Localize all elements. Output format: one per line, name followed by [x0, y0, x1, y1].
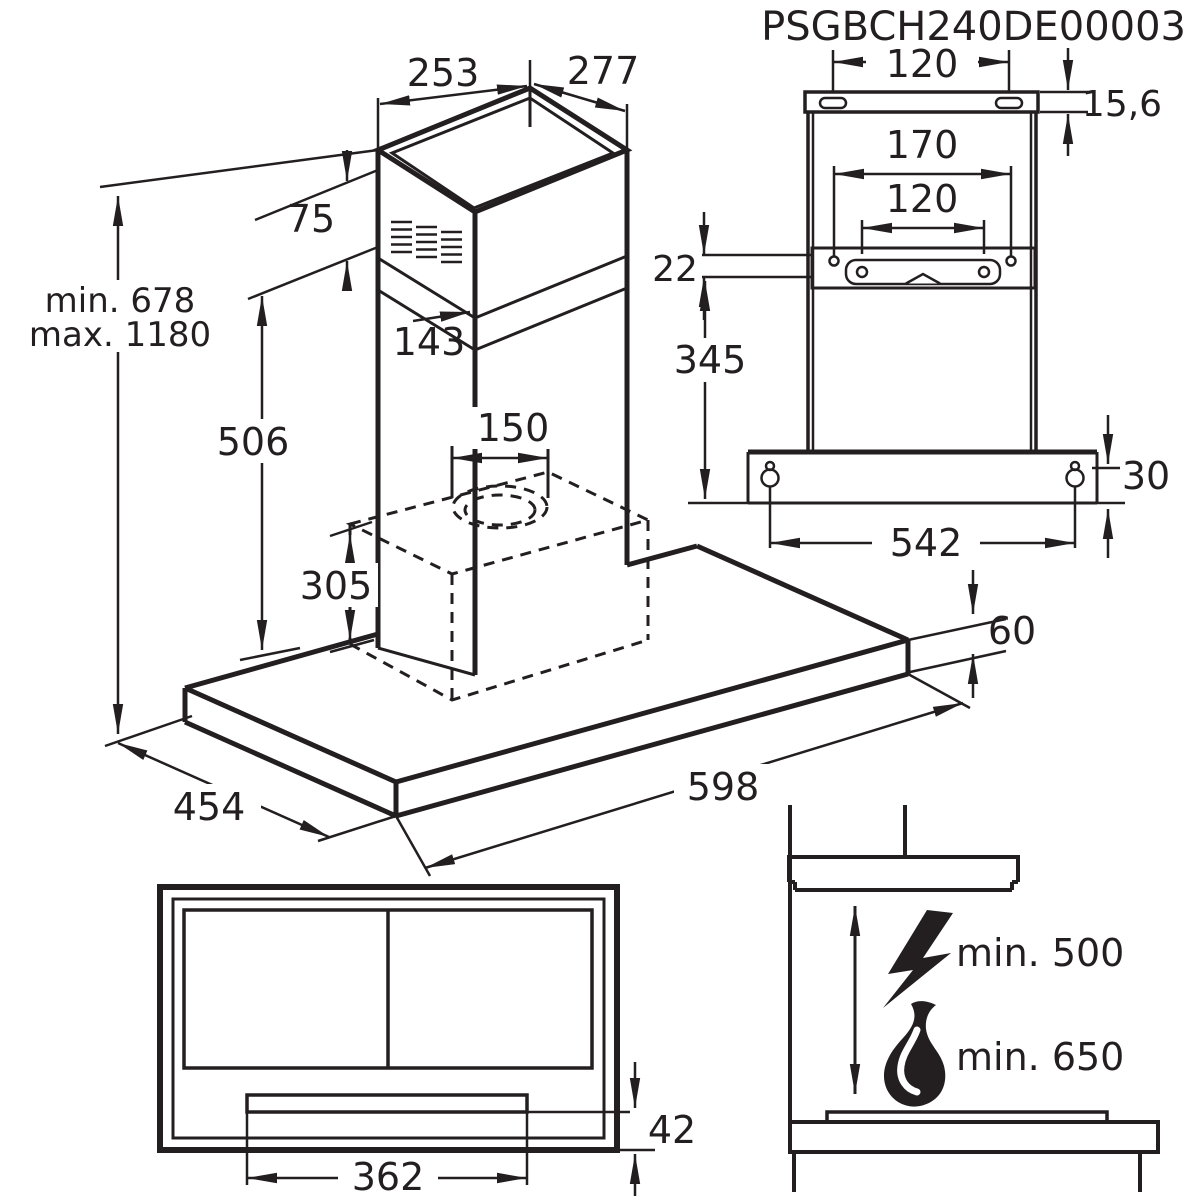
dim-150-label: 150 [477, 406, 550, 450]
rear-hood-plate [746, 449, 1099, 505]
dim-253-label: 253 [407, 51, 480, 95]
dim-598-label-bg [674, 764, 772, 808]
dim-305-label-bg [294, 563, 378, 607]
dim-506-label: 506 [217, 420, 290, 464]
dim-120inner-label: 120 [886, 177, 959, 221]
rear-view: 120 15,6 170 120 22 345 30 542 [648, 42, 1170, 565]
dim-542-label-bg [872, 521, 980, 565]
bottom-view: 362 42 [157, 884, 696, 1199]
dim-minmax-label-bg [18, 280, 222, 352]
dim-170-label-bg [870, 124, 974, 166]
dim-max1180-label: max. 1180 [29, 315, 211, 355]
part-code: PSGBCH240DE00003 [761, 4, 1186, 50]
duct-collar [450, 446, 550, 498]
dim-345-label-bg [666, 338, 754, 382]
internal-unit-hidden-outline [345, 470, 653, 702]
dim-598-label: 598 [687, 765, 760, 809]
mounting-bracket [810, 246, 1037, 290]
dim-143-label: 143 [393, 320, 466, 364]
dim-22-label: 22 [652, 249, 698, 290]
dim-120top-label-bg [866, 42, 978, 86]
counter-top [788, 1120, 1160, 1154]
dim-120inner-label-bg [870, 179, 974, 221]
chimney-duct-outline [372, 85, 633, 677]
dim-345-label: 345 [674, 338, 747, 382]
clearance-gas-label: min. 650 [956, 1035, 1124, 1079]
bottom-view-outline [157, 884, 630, 1153]
dim-454-label: 454 [173, 785, 246, 829]
dim-120top-label: 120 [886, 42, 959, 86]
bottom-dimension-arrows [247, 1062, 641, 1196]
control-panel-bar [245, 1093, 529, 1114]
dim-277-label: 277 [567, 49, 640, 93]
dim-min678-label: min. 678 [45, 281, 196, 321]
dim-542-label: 542 [890, 521, 963, 565]
dim-156-label: 15,6 [1082, 84, 1162, 125]
dim-506-label-bg [211, 419, 295, 463]
dim-75-label: 75 [287, 197, 335, 241]
clearance-electric-label: min. 500 [956, 931, 1124, 975]
iso-extension-lines [99, 60, 1007, 877]
lightning-bolt-icon [883, 910, 953, 1008]
dim-170-label: 170 [886, 123, 959, 167]
installation-outline [787, 805, 1160, 1192]
iso-dimension-labels: 253 277 75 143 150 min. 678 max. 1180 50… [18, 49, 1036, 829]
dim-42-label: 42 [648, 1108, 696, 1152]
dim-60-label: 60 [988, 609, 1036, 653]
dim-150-label-bg [468, 407, 558, 449]
rear-dimension-labels: 120 15,6 170 120 22 345 30 542 [648, 42, 1170, 565]
dim-362-label: 362 [352, 1155, 425, 1199]
isometric-view: 253 277 75 143 150 min. 678 max. 1180 50… [18, 49, 1036, 877]
vent-grille-slats [391, 220, 462, 264]
installation-clearance-view: min. 500 min. 650 [787, 805, 1160, 1192]
hood-body-slab [182, 543, 911, 819]
hood-profile [787, 855, 1020, 882]
flame-icon [883, 1001, 946, 1107]
dim-22-label-bg [648, 247, 702, 289]
dim-454-label-bg [157, 784, 261, 828]
dim-362-label-bg [338, 1153, 438, 1199]
dim-305-label: 305 [300, 564, 373, 608]
dim-30-label: 30 [1122, 454, 1170, 498]
bottom-dimension-labels: 362 42 [338, 1108, 696, 1199]
